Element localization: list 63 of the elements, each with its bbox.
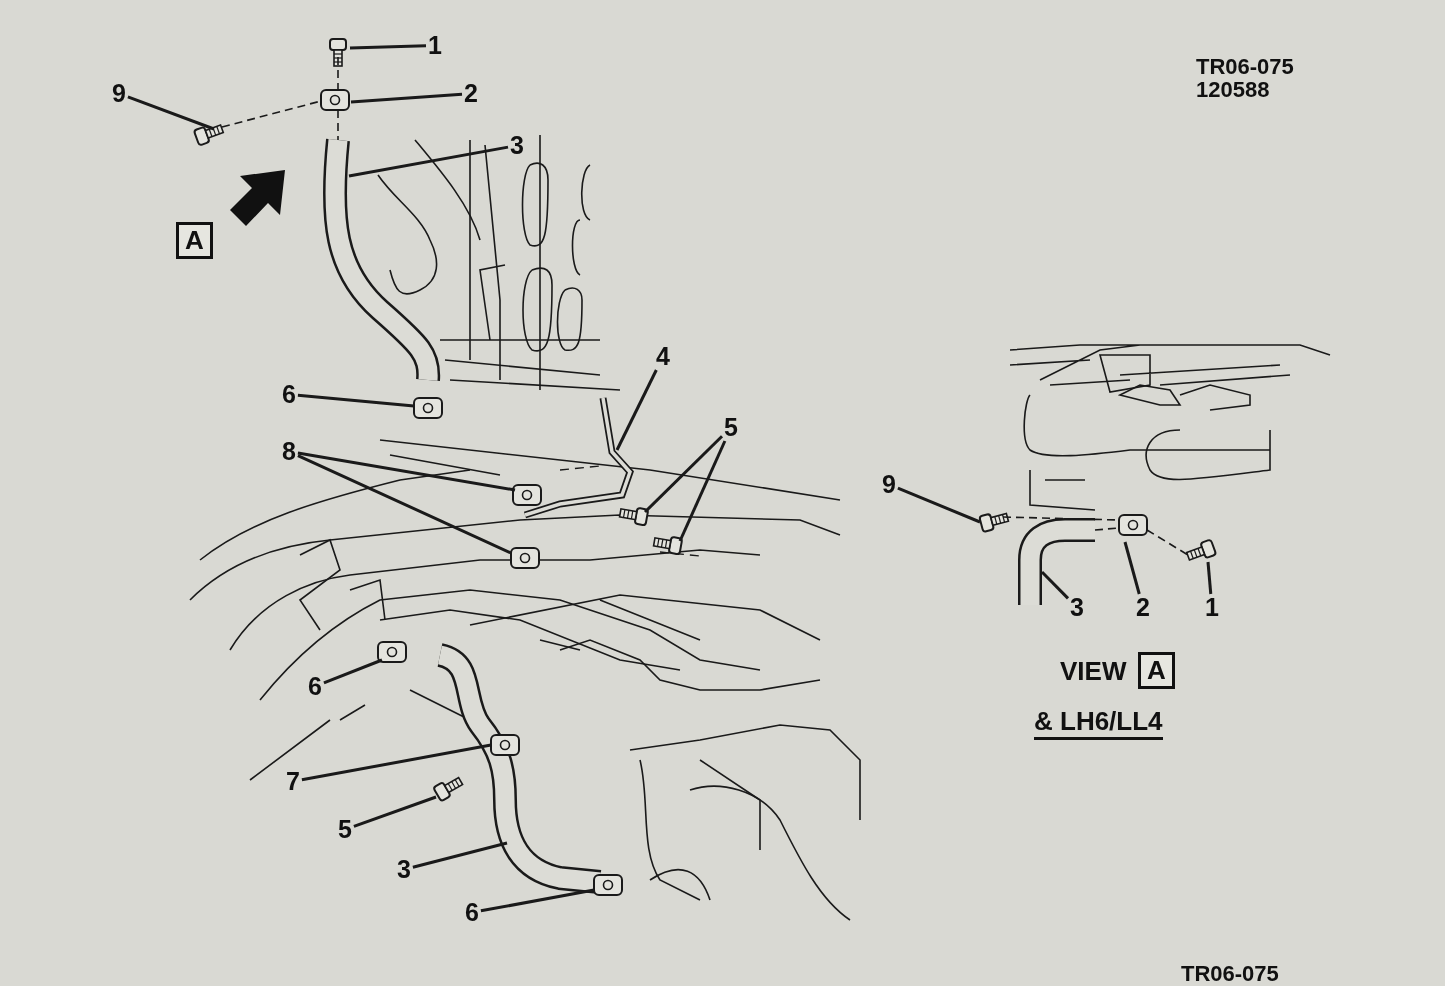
callout-number: 7	[284, 768, 302, 795]
bolt-part	[978, 512, 1010, 534]
leader-line	[480, 888, 595, 913]
callout-number: 2	[1134, 594, 1152, 621]
leader-line	[353, 795, 437, 828]
callout-number: 9	[880, 471, 898, 498]
callout-number: 4	[654, 343, 672, 370]
pipe-part	[523, 397, 634, 519]
clamp-part	[593, 874, 623, 896]
clamp-part	[1118, 514, 1148, 536]
view-title: VIEW	[1060, 658, 1127, 686]
callout-number: 1	[426, 32, 444, 59]
figure-number: TR06-075	[1181, 962, 1279, 986]
leader-line	[412, 841, 508, 869]
bolt-part	[652, 535, 684, 556]
callout-number: 9	[110, 80, 128, 107]
callout-number: 2	[462, 80, 480, 107]
callout-number: 6	[280, 381, 298, 408]
clamp-part	[320, 89, 350, 111]
leader-line	[643, 435, 724, 514]
callout-number: 1	[1203, 594, 1221, 621]
hose-part	[322, 138, 441, 381]
bolt-part	[618, 506, 650, 527]
callout-number: 6	[463, 899, 481, 926]
bolt-part	[1185, 538, 1218, 561]
date-code: 120588	[1196, 78, 1270, 102]
engine-note: & LH6/LL4	[1034, 708, 1163, 741]
leader-line	[297, 451, 516, 492]
figure-number: TR06-075	[1196, 55, 1294, 79]
leader-line	[897, 486, 981, 524]
leader-line	[1146, 529, 1189, 556]
view-marker: A	[1138, 652, 1175, 690]
leader-line	[1206, 561, 1213, 595]
leader-line	[348, 145, 509, 178]
leader-line	[350, 92, 463, 104]
leader-line	[323, 658, 383, 685]
leader-line	[349, 44, 427, 50]
leader-line	[297, 454, 512, 555]
leader-line	[301, 743, 492, 782]
leader-line	[1123, 541, 1141, 595]
clamp-part	[510, 547, 540, 569]
leader-line	[127, 95, 215, 131]
leader-line	[297, 393, 415, 408]
leader-line	[678, 440, 727, 542]
clamp-part	[413, 397, 443, 419]
leader-line	[337, 56, 339, 91]
leader-line	[1040, 570, 1070, 600]
view-marker: A	[176, 222, 213, 260]
callout-number: 3	[508, 132, 526, 159]
leader-line	[337, 109, 339, 141]
callout-number: 6	[306, 673, 324, 700]
clamp-part	[512, 484, 542, 506]
callout-number: 3	[395, 856, 413, 883]
callout-number: 8	[280, 438, 298, 465]
bolt-part	[192, 124, 225, 147]
leader-line	[615, 369, 658, 451]
bolt-part	[329, 38, 347, 67]
hose-part	[436, 643, 602, 894]
callout-number: 3	[1068, 594, 1086, 621]
callout-number: 5	[722, 414, 740, 441]
clamp-part	[377, 641, 407, 663]
bolt-part	[432, 776, 464, 803]
callout-number: 5	[336, 816, 354, 843]
